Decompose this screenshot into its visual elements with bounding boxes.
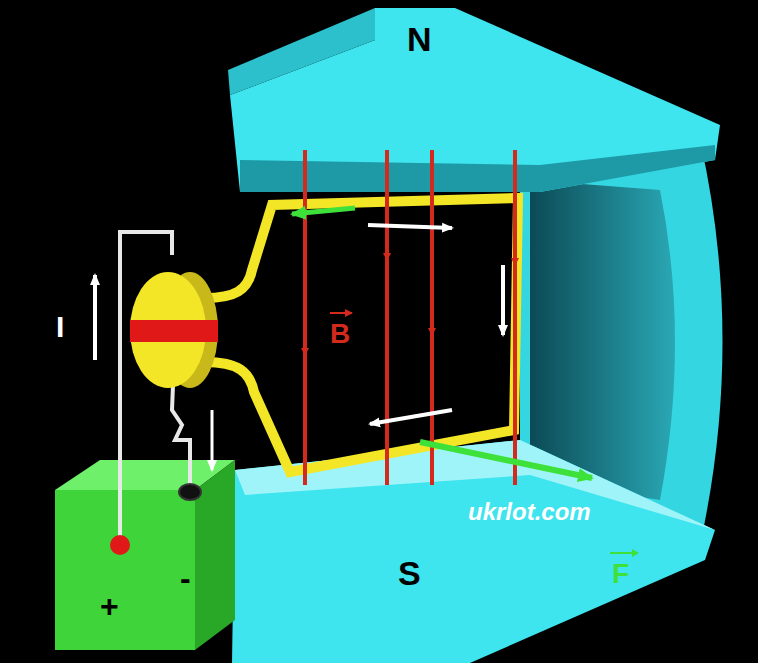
- current-arrow: [93, 275, 97, 360]
- commutator-gap: [130, 320, 218, 342]
- coil: [205, 198, 518, 472]
- field-arrow: [385, 200, 389, 260]
- field-arrow: [430, 270, 434, 335]
- current-arrow: [501, 265, 505, 335]
- magnet-inner: [530, 180, 675, 500]
- current-label: I: [56, 312, 64, 342]
- vector-bar: [330, 312, 352, 314]
- field-line: [430, 150, 434, 485]
- vector-bar-head: [632, 549, 639, 557]
- field-line: [513, 150, 517, 485]
- field-arrow: [513, 200, 517, 265]
- negative-terminal: [179, 484, 201, 500]
- current-arrow: [368, 225, 452, 228]
- force-arrow: [292, 208, 355, 214]
- force-arrow: [420, 442, 592, 478]
- field-line: [385, 150, 389, 485]
- pole-label: N: [407, 22, 432, 56]
- field-arrow: [303, 300, 307, 355]
- pole-label: S: [398, 556, 421, 590]
- battery: [55, 490, 195, 650]
- current-arrow: [211, 410, 214, 470]
- field-line: [303, 150, 307, 485]
- current-arrow: [370, 410, 452, 424]
- positive-terminal: [110, 535, 130, 555]
- north-pole-edge: [228, 8, 375, 95]
- watermark: ukrlot.com: [468, 500, 591, 524]
- polarity-sign: +: [100, 590, 119, 622]
- field-label: B: [330, 320, 350, 348]
- north-pole-face: [240, 145, 715, 192]
- polarity-sign: -: [180, 562, 191, 594]
- force-label: F: [612, 560, 629, 588]
